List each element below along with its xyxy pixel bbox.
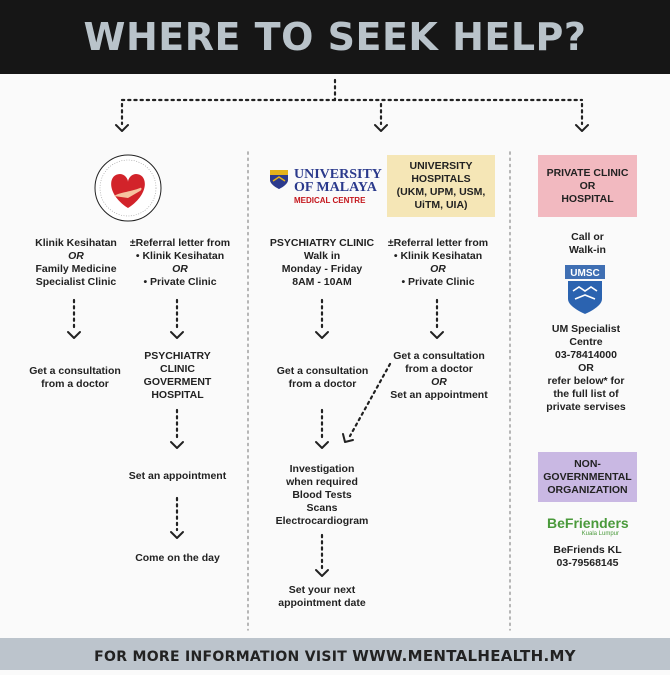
umsc-line-2: Centre (569, 336, 603, 348)
kkm-options: Klinik Kesihatan OR Family Medicine Spec… (24, 237, 128, 289)
inv-line-1: Investigation (289, 463, 355, 475)
referral-line-2: • Klinik Kesihatan (135, 250, 225, 262)
umsc-line-6: the full list of (553, 388, 619, 400)
umsc-logo: UMSC (565, 265, 605, 314)
ngo-line-2: GOVERNMENTAL (543, 470, 632, 483)
call-line-1: Call or (571, 231, 604, 243)
befr-line-1: BeFriends KL (553, 544, 622, 556)
university-hospitals-box: UNIVERSITY HOSPITALS (UKM, UPM, USM, UiT… (387, 155, 495, 217)
inv-line-4: Scans (306, 502, 338, 514)
um-consultation: Get a consultation from a doctor (265, 365, 380, 391)
call-line-2: Walk-in (569, 244, 606, 256)
befr-line-2: 03-79568145 (556, 557, 619, 569)
ngo-line-3: ORGANIZATION (547, 483, 628, 496)
call-walk-in: Call or Walk-in (545, 231, 630, 257)
befrienders-logo: BeFrienders Kuala Lumpur (547, 515, 629, 537)
kkm-logo (94, 154, 162, 222)
govt-line-1: PSYCHIATRY (144, 350, 211, 362)
govt-line-2: CLINIC (160, 363, 195, 375)
um-walk-line-3: Monday - Friday (281, 263, 363, 275)
um-line-1: UNIVERSITY (294, 167, 382, 182)
umsc-line-4: OR (578, 362, 594, 374)
footer-prefix: FOR MORE INFORMATION VISIT (94, 649, 353, 665)
or-label: OR (68, 250, 84, 262)
uh-line-1: UNIVERSITY (409, 160, 473, 172)
consultation-line-1: Get a consultation (29, 365, 121, 377)
um-walk-line-4: 8AM - 10AM (292, 276, 352, 288)
uh-ref-line-2: • Klinik Kesihatan (393, 250, 483, 262)
next-appointment: Set your next appointment date (262, 584, 382, 610)
uh-line-2: HOSPITALS (411, 173, 471, 185)
uh-consult-line-1: Get a consultation (393, 350, 485, 362)
uh-line-3: (UKM, UPM, USM, (396, 186, 486, 198)
or-label: OR (172, 263, 188, 275)
um-line-3: MEDICAL CENTRE (294, 196, 366, 205)
uh-line-4: UiTM, UIA) (414, 199, 468, 211)
private-line-1: PRIVATE CLINIC (546, 166, 629, 179)
govt-line-4: HOSPITAL (151, 389, 204, 401)
befrienders-logo-name: BeFrienders (547, 515, 629, 531)
kkm-option-1: Klinik Kesihatan (35, 237, 117, 249)
or-label: OR (431, 376, 447, 388)
govt-line-3: GOVERMENT (143, 376, 212, 388)
kkm-consultation: Get a consultation from a doctor (20, 365, 130, 391)
uh-consult-line-3: Set an appointment (390, 389, 488, 401)
inv-line-3: Blood Tests (292, 489, 352, 501)
um-line-2: OF MALAYA (294, 180, 377, 195)
footer-url-link[interactable]: WWW.MENTALHEALTH.MY (352, 647, 576, 665)
um-consult-line-1: Get a consultation (276, 365, 369, 377)
consultation-line-2: from a doctor (41, 378, 109, 390)
ngo-line-1: NON- (574, 457, 601, 470)
um-consult-line-2: from a doctor (288, 378, 357, 390)
referral-line-3: • Private Clinic (143, 276, 217, 288)
ngo-box: NON- GOVERNMENTAL ORGANIZATION (538, 452, 637, 502)
next-line-1: Set your next (288, 584, 356, 596)
um-walk-in: PSYCHIATRY CLINIC Walk in Monday - Frida… (264, 237, 380, 289)
um-crest-icon (270, 170, 288, 189)
uh-consultation: Get a consultation from a doctor OR Set … (385, 350, 493, 402)
uh-consult-line-2: from a doctor (405, 363, 473, 375)
kkm-option-3: Specialist Clinic (35, 276, 117, 288)
um-logo-text: UNIVERSITY OF MALAYA MEDICAL CENTRE (294, 168, 382, 207)
govt-set-appointment: Set an appointment (128, 470, 227, 482)
govt-psychiatry-clinic: PSYCHIATRY CLINIC GOVERMENT HOSPITAL (130, 350, 225, 402)
umsc-line-5: refer below* for (547, 375, 625, 387)
umsc-line-1: UM Specialist (551, 323, 621, 335)
private-line-2: OR (579, 179, 596, 192)
uh-ref-line-1: ±Referral letter from (387, 237, 489, 249)
befrienders-info: BeFriends KL 03-79568145 (535, 544, 640, 570)
or-label: OR (430, 263, 446, 275)
private-clinic-box: PRIVATE CLINIC OR HOSPITAL (538, 155, 637, 217)
kkm-option-2: Family Medicine (35, 263, 117, 275)
private-line-3: HOSPITAL (561, 192, 614, 205)
investigation-block: Investigation when required Blood Tests … (262, 463, 382, 528)
referral-university: ±Referral letter from • Klinik Kesihatan… (383, 237, 493, 289)
umsc-info: UM Specialist Centre 03-78414000 OR refe… (530, 323, 642, 414)
referral-govt: ±Referral letter from • Klinik Kesihatan… (125, 237, 235, 289)
govt-come-on-day: Come on the day (135, 552, 220, 564)
footer-banner: FOR MORE INFORMATION VISIT WWW.MENTALHEA… (0, 638, 670, 670)
umsc-logo-text: UMSC (570, 268, 599, 279)
referral-line-1: ±Referral letter from (129, 237, 231, 249)
um-walk-line-2: Walk in (303, 250, 341, 262)
page-title: WHERE TO SEEK HELP? (0, 0, 670, 74)
befrienders-logo-sub: Kuala Lumpur (581, 531, 619, 537)
next-line-2: appointment date (278, 597, 366, 609)
inv-line-2: when required (286, 476, 358, 488)
umsc-line-7: private servises (546, 401, 626, 413)
um-walk-line-1: PSYCHIATRY CLINIC (269, 237, 375, 249)
inv-line-5: Electrocardiogram (275, 515, 369, 527)
uh-ref-line-3: • Private Clinic (401, 276, 475, 288)
umsc-line-3: 03-78414000 (555, 349, 617, 361)
